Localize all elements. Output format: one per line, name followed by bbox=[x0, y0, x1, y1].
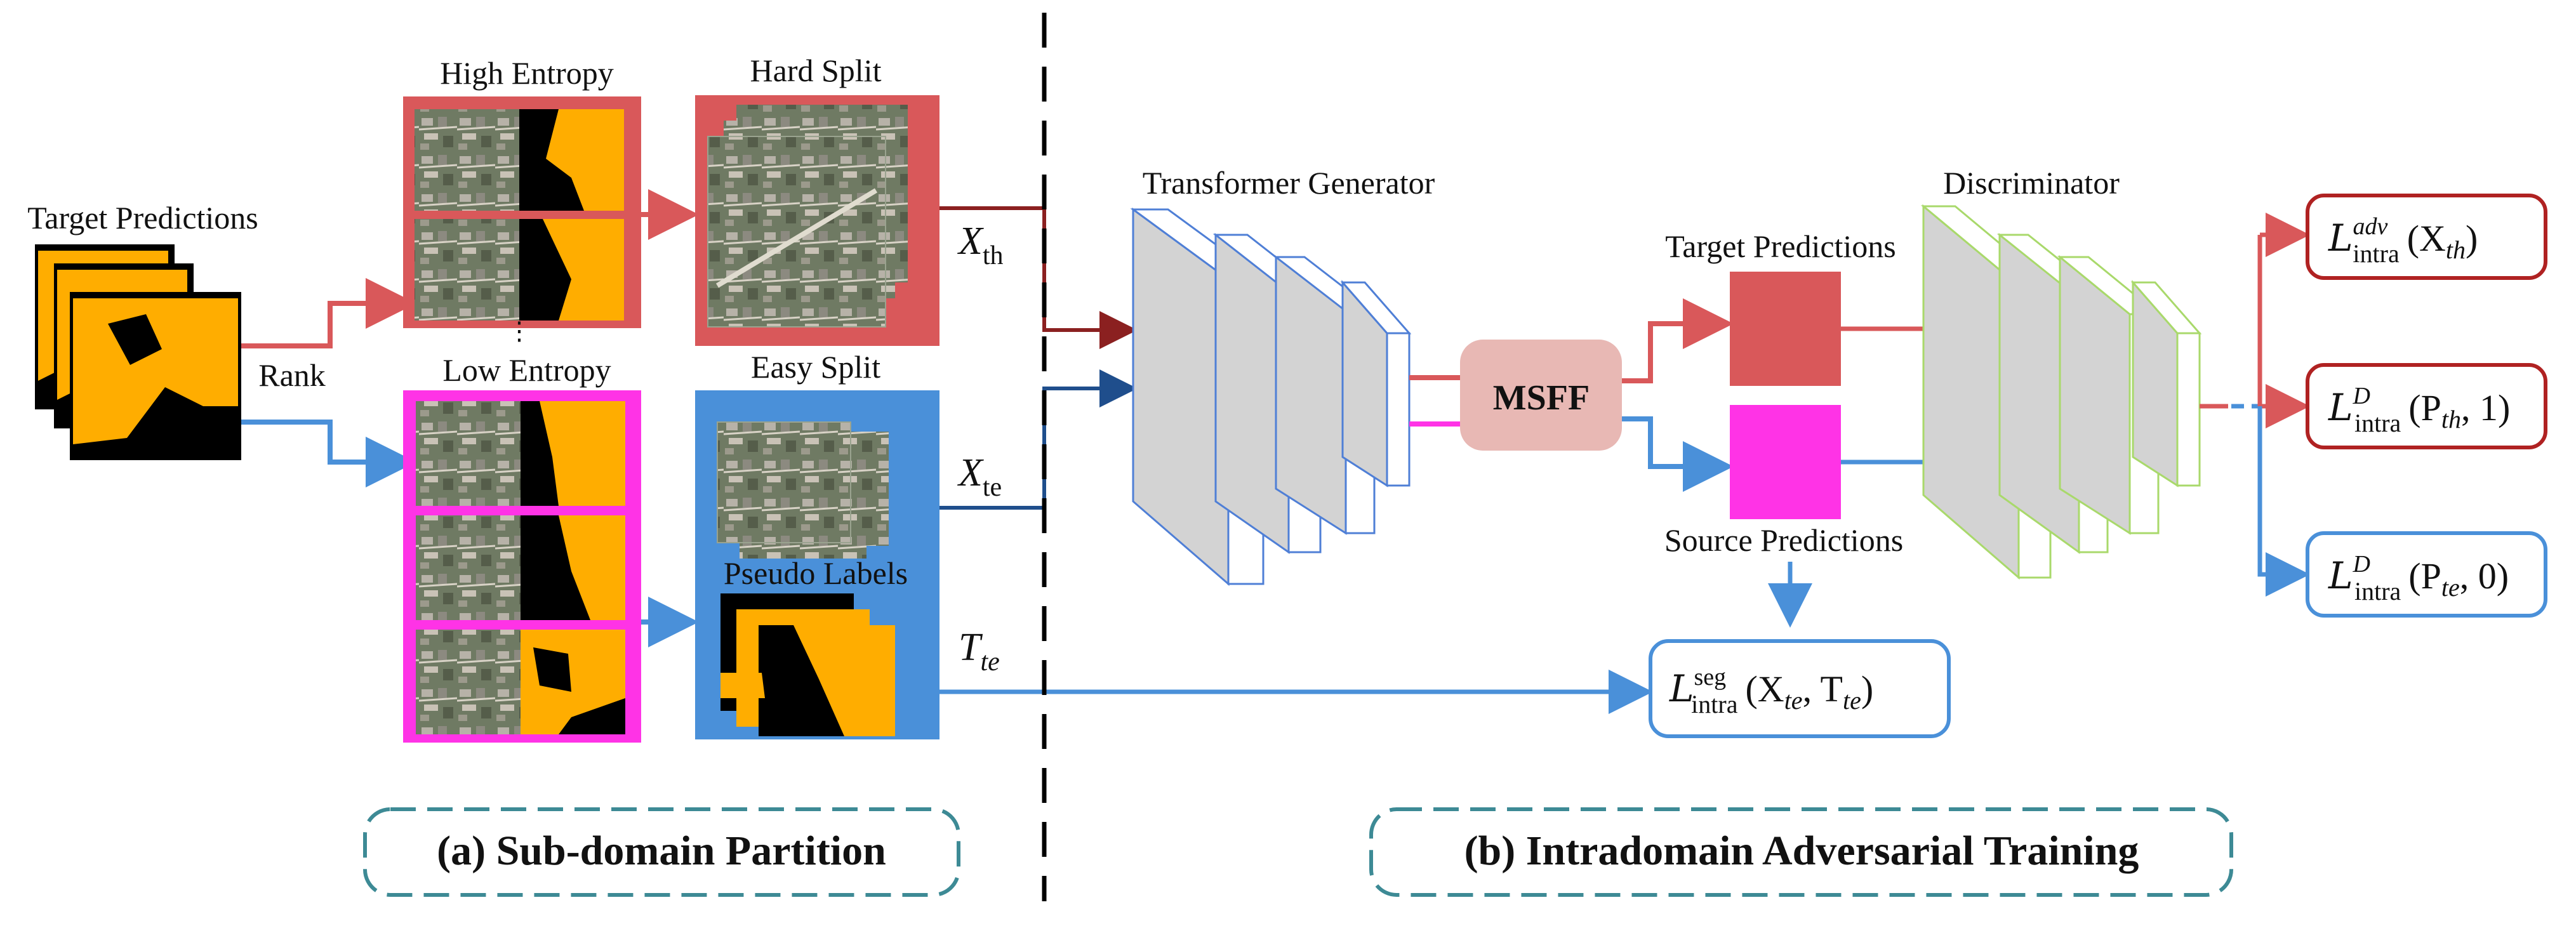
section-a-label: (a) Sub-domain Partition bbox=[363, 807, 960, 897]
source-predictions-block bbox=[1730, 405, 1841, 519]
hard-split-label: Hard Split bbox=[750, 53, 882, 88]
rank-arrow-high bbox=[241, 278, 416, 348]
hard-split-box bbox=[695, 95, 939, 346]
pseudo-labels-stack bbox=[720, 593, 895, 736]
pseudo-labels-label: Pseudo Labels bbox=[724, 555, 908, 591]
generator-label: Transformer Generator bbox=[1143, 165, 1435, 201]
msff-to-source-pred bbox=[1622, 416, 1734, 492]
target-predictions-stack: Target Predictions bbox=[27, 200, 258, 460]
target-predictions-label: Target Predictions bbox=[27, 200, 258, 235]
rank-arrow-low bbox=[241, 420, 416, 487]
svg-text:Xth: Xth bbox=[957, 220, 1004, 270]
easy-split-label: Easy Split bbox=[751, 349, 880, 385]
x-te-symbol: Xte bbox=[957, 451, 1002, 502]
svg-text:Tte: Tte bbox=[959, 626, 1000, 677]
discriminator bbox=[1920, 204, 2202, 580]
transformer-generator bbox=[1130, 208, 1412, 586]
x-th-symbol: Xth bbox=[957, 220, 1004, 270]
x-th-arrow bbox=[939, 206, 1138, 349]
svg-text:Xte: Xte bbox=[957, 451, 1002, 502]
svg-text:(a) Sub-domain Partition: (a) Sub-domain Partition bbox=[437, 828, 886, 874]
low-entropy-label: Low Entropy bbox=[442, 352, 611, 388]
target-predictions-b-label: Target Predictions bbox=[1665, 228, 1896, 264]
rank-label: Rank bbox=[258, 357, 326, 393]
source-predictions-label: Source Predictions bbox=[1664, 522, 1903, 558]
arrow-to-d-te-loss bbox=[2257, 406, 2310, 597]
high-entropy-box: ⋮ bbox=[403, 96, 641, 345]
svg-text:(b) Intradomain Adversarial Tr: (b) Intradomain Adversarial Training bbox=[1464, 828, 2139, 874]
easy-split-box: Pseudo Labels bbox=[695, 390, 939, 739]
t-te-symbol: Tte bbox=[959, 626, 1000, 677]
discriminator-label: Discriminator bbox=[1943, 165, 2120, 201]
prediction-map-front bbox=[70, 292, 241, 460]
msff-module: MSFF bbox=[1460, 340, 1622, 451]
section-b-label: (b) Intradomain Adversarial Training bbox=[1369, 807, 2233, 897]
target-predictions-block bbox=[1730, 272, 1841, 386]
high-entropy-label: High Entropy bbox=[440, 55, 614, 91]
svg-text:MSFF: MSFF bbox=[1493, 378, 1590, 418]
msff-to-target-pred bbox=[1622, 298, 1734, 383]
low-entropy-box bbox=[403, 390, 641, 743]
svg-text:⋮: ⋮ bbox=[507, 317, 532, 345]
